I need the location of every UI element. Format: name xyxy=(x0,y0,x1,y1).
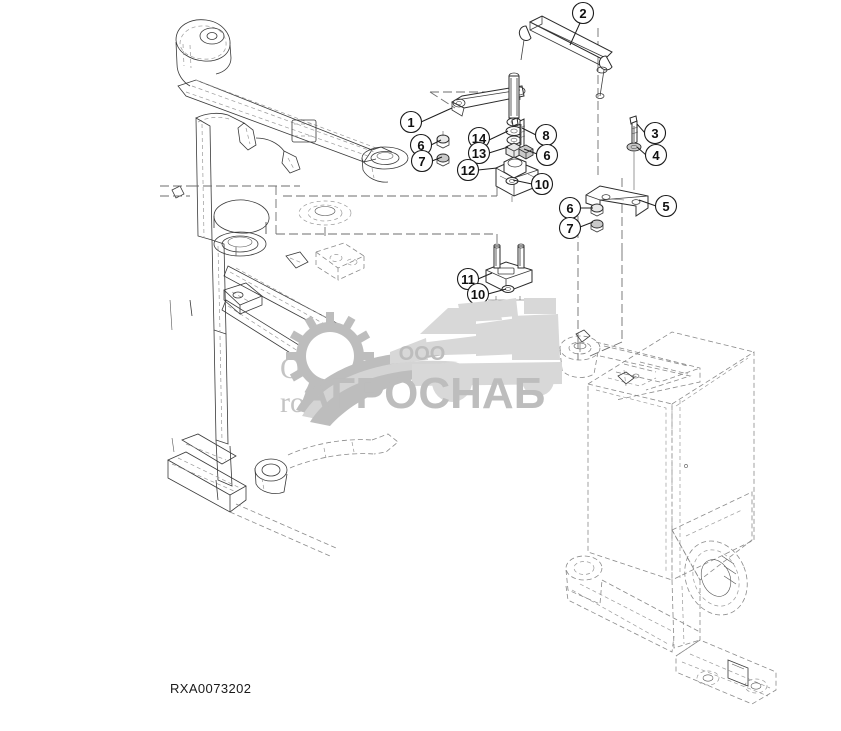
callout-number-1: 1 xyxy=(407,115,414,130)
assembly-reference-lines xyxy=(160,28,623,360)
fastener-pair-right xyxy=(590,203,604,233)
part-number-label: RXA0073202 xyxy=(170,681,252,696)
callout-leader-13 xyxy=(488,146,509,154)
callout-circle-3[interactable] xyxy=(643,121,667,145)
callout-number-3: 3 xyxy=(651,126,658,141)
callout-number-10: 10 xyxy=(471,287,485,302)
callout-number-6: 6 xyxy=(417,138,424,153)
callout-leader-2 xyxy=(569,22,581,46)
callout-7[interactable]: 7 xyxy=(410,149,443,173)
callout-4[interactable]: 4 xyxy=(636,143,668,167)
callout-number-7: 7 xyxy=(418,154,425,169)
callout-circle-1[interactable] xyxy=(399,110,423,134)
fastener-pair-left xyxy=(436,131,450,167)
callout-number-6: 6 xyxy=(566,201,573,216)
callout-circle-4[interactable] xyxy=(644,143,668,167)
callout-number-7: 7 xyxy=(566,221,573,236)
part-3-bolt xyxy=(629,115,639,145)
part-4-washer xyxy=(626,142,642,190)
callout-number-10: 10 xyxy=(535,177,549,192)
callout-leader-10 xyxy=(512,179,533,185)
part-11-bracket xyxy=(485,243,533,301)
callout-leader-4 xyxy=(636,146,647,156)
callout-12[interactable]: 12 xyxy=(456,158,498,182)
callout-10[interactable]: 10 xyxy=(466,282,507,306)
callout-circle-2[interactable] xyxy=(571,1,595,25)
part-6-right-nut xyxy=(518,144,534,160)
callout-number-12: 12 xyxy=(461,163,475,178)
callout-leader-8 xyxy=(521,127,537,136)
left-frame-assembly xyxy=(167,19,409,557)
callout-circle-7[interactable] xyxy=(558,216,582,240)
callout-number-2: 2 xyxy=(579,6,586,21)
callout-number-8: 8 xyxy=(542,128,549,143)
callout-7[interactable]: 7 xyxy=(558,216,594,240)
callout-1[interactable]: 1 xyxy=(399,107,453,134)
callout-number-5: 5 xyxy=(662,199,669,214)
callout-leader-14 xyxy=(488,130,509,141)
callout-leader-6 xyxy=(430,139,442,146)
callout-leader-11 xyxy=(477,272,493,280)
callout-circle-12[interactable] xyxy=(456,158,480,182)
callout-leader-5 xyxy=(638,199,657,207)
callout-leader-1 xyxy=(420,107,453,123)
callout-14[interactable]: 14 xyxy=(467,126,509,150)
right-housing-assembly xyxy=(559,329,777,705)
callout-5[interactable]: 5 xyxy=(638,194,678,218)
callout-leader-3 xyxy=(636,123,646,134)
center-pivot-stack xyxy=(495,72,539,202)
callout-circle-6[interactable] xyxy=(535,143,559,167)
callout-6[interactable]: 6 xyxy=(523,143,559,167)
callout-number-14: 14 xyxy=(472,131,487,146)
callout-6[interactable]: 6 xyxy=(558,196,594,220)
callout-13[interactable]: 13 xyxy=(467,141,509,165)
callout-2[interactable]: 2 xyxy=(569,1,595,46)
callout-leader-7 xyxy=(579,221,594,228)
callout-number-4: 4 xyxy=(652,148,660,163)
callout-leader-10 xyxy=(487,288,507,295)
callout-8[interactable]: 8 xyxy=(521,123,558,147)
callout-leader-12 xyxy=(477,167,498,171)
callout-number-13: 13 xyxy=(472,146,486,161)
callout-circle-5[interactable] xyxy=(654,194,678,218)
callout-3[interactable]: 3 xyxy=(636,121,667,145)
callout-circle-7[interactable] xyxy=(410,149,434,173)
callout-number-11: 11 xyxy=(461,272,475,287)
callout-number-6: 6 xyxy=(543,148,550,163)
callout-circle-10[interactable] xyxy=(530,172,554,196)
callout-leader-7 xyxy=(431,156,443,162)
callout-10[interactable]: 10 xyxy=(512,172,554,196)
callout-leader-6 xyxy=(523,148,538,155)
callout-circle-13[interactable] xyxy=(467,141,491,165)
part-2-tie-rod xyxy=(518,15,613,99)
